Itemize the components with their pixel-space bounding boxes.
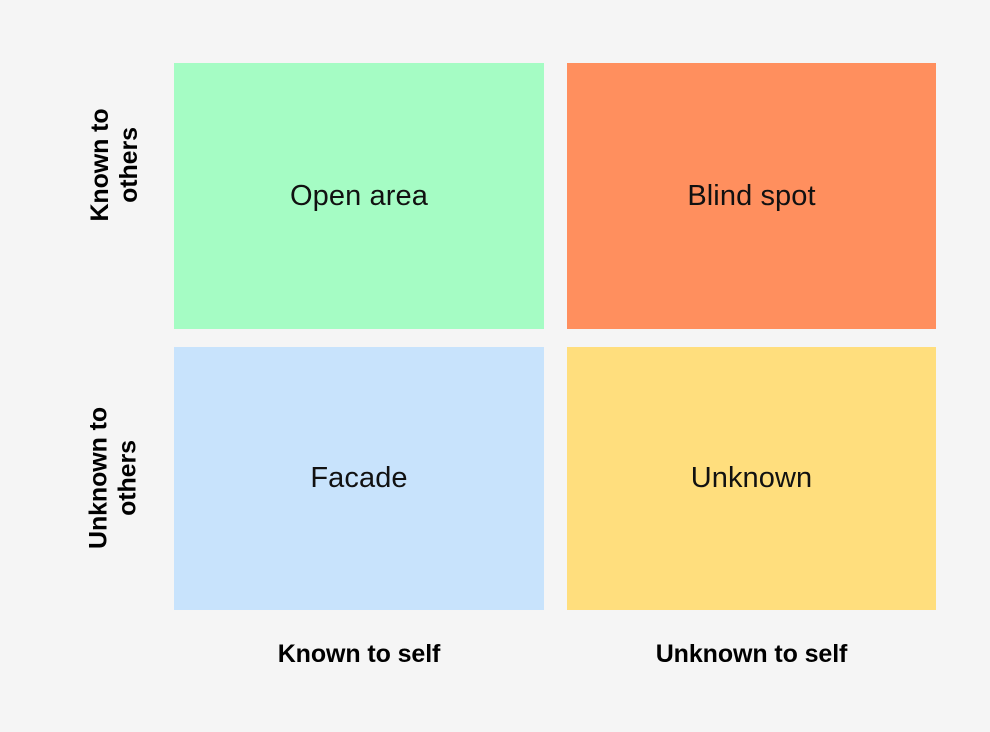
column-axis-label-known-to-self-text: Known to self <box>277 639 441 668</box>
row-axis-label-unknown-to-others-line2: others <box>113 440 142 516</box>
quadrant-blind-spot[interactable]: Blind spot <box>567 63 936 329</box>
column-axis-label-unknown-to-self: Unknown to self <box>567 634 936 674</box>
row-axis-label-unknown-to-others-text: Unknown to others <box>84 407 143 549</box>
quadrant-blind-spot-label: Blind spot <box>687 179 816 212</box>
quadrant-open-area[interactable]: Open area <box>174 63 544 329</box>
row-axis-label-unknown-to-others-line1: Unknown to <box>84 406 112 550</box>
quadrant-unknown[interactable]: Unknown <box>567 347 936 610</box>
quadrant-facade[interactable]: Facade <box>174 347 544 610</box>
row-axis-label-known-to-others-text: Known to others <box>86 108 145 221</box>
row-axis-label-unknown-to-others: Unknown to others <box>79 347 149 610</box>
quadrant-facade-label: Facade <box>310 462 408 494</box>
row-axis-label-known-to-others-line1: Known to <box>85 108 114 222</box>
row-axis-label-known-to-others-line2: others <box>115 127 143 203</box>
column-axis-label-unknown-to-self-text: Unknown to self <box>655 639 848 668</box>
quadrant-unknown-label: Unknown <box>690 462 813 494</box>
row-axis-label-known-to-others: Known to others <box>80 32 150 298</box>
quadrant-open-area-label: Open area <box>290 179 428 212</box>
column-axis-label-known-to-self: Known to self <box>174 634 544 674</box>
